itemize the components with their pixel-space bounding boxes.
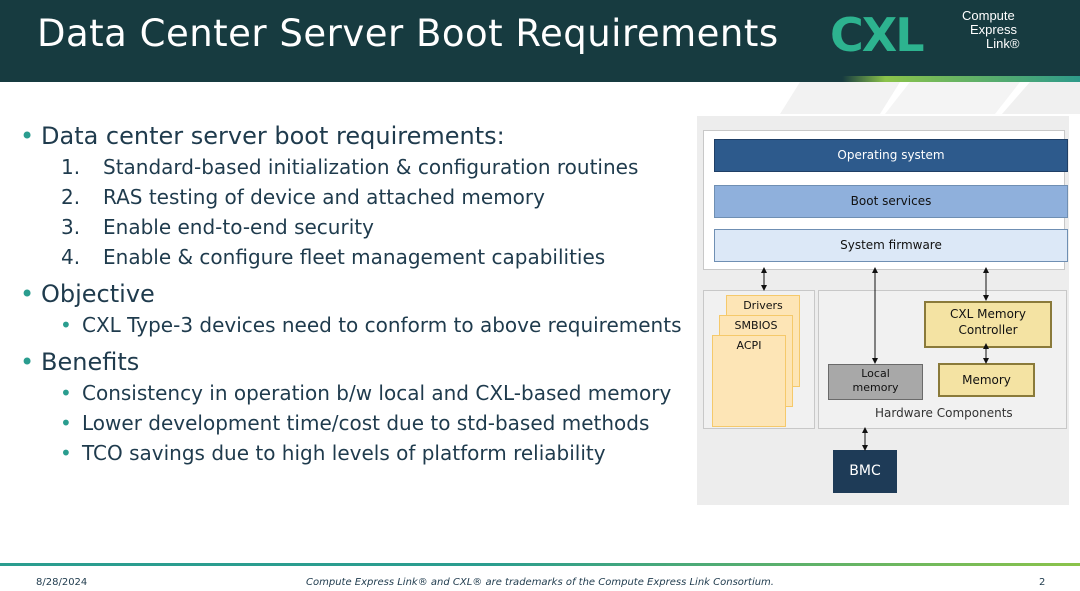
local-memory-box: Local memory — [828, 364, 923, 400]
boot-architecture-diagram: Operating system Boot services System fi… — [697, 116, 1069, 505]
software-stack-box: Operating system Boot services System fi… — [703, 130, 1068, 270]
sub-bullet: •TCO savings due to high levels of platf… — [60, 441, 606, 465]
cxl-logo: CXL Compute Express Link® — [830, 6, 1050, 66]
logo-line-3: Link® — [986, 36, 1020, 51]
diagram-arrows — [761, 267, 989, 451]
bullet-content: • Data center server boot requirements: … — [20, 114, 700, 468]
layer-boot-services: Boot services — [714, 185, 1068, 218]
layer-system-firmware: System firmware — [714, 229, 1068, 262]
sub-bullet: •Consistency in operation b/w local and … — [60, 381, 672, 405]
numbered-item: 4.Enable & configure fleet management ca… — [61, 245, 606, 269]
slide-title: Data Center Server Boot Requirements — [37, 12, 779, 55]
footer-line — [0, 563, 1080, 566]
footer-date: 8/28/2024 — [36, 577, 88, 588]
memory-box: Memory — [938, 363, 1035, 397]
bullet-text: Benefits — [41, 348, 140, 376]
layer-operating-system: Operating system — [714, 139, 1068, 172]
logo-line-2: Express — [970, 22, 1017, 37]
page-number: 2 — [1039, 577, 1046, 588]
sub-bullet: •Lower development time/cost due to std-… — [60, 411, 650, 435]
sub-bullet: •CXL Type-3 devices need to conform to a… — [60, 313, 682, 337]
numbered-item: 3.Enable end-to-end security — [61, 215, 374, 239]
logo-text: Compute Express Link® — [962, 9, 1019, 51]
logo-mark: CXL — [830, 8, 925, 62]
numbered-item: 2.RAS testing of device and attached mem… — [61, 185, 545, 209]
footer-trademark: Compute Express Link® and CXL® are trade… — [306, 577, 774, 588]
bullet-benefits: • Benefits — [20, 348, 140, 376]
bullet-text: Data center server boot requirements: — [41, 122, 505, 150]
cxl-memory-controller-box: CXL Memory Controller — [924, 301, 1052, 348]
header-stripe — [0, 76, 1080, 82]
bullet-text: Objective — [41, 280, 155, 308]
bullet-objective: • Objective — [20, 280, 155, 308]
numbered-item: 1.Standard-based initialization & config… — [61, 155, 639, 179]
logo-line-1: Compute — [962, 8, 1015, 23]
header-decoration — [780, 82, 1080, 114]
firmware-tables-box: Drivers SMBIOS ACPI — [703, 290, 815, 429]
acpi-doc: ACPI — [712, 335, 786, 427]
bmc-box: BMC — [833, 450, 897, 493]
title-bar: Data Center Server Boot Requirements CXL… — [0, 0, 1080, 76]
bullet-boot-requirements: • Data center server boot requirements: — [20, 122, 505, 150]
hardware-components-label: Hardware Components — [875, 406, 1013, 420]
hardware-components-box: Local memory CXL Memory Controller Memor… — [818, 290, 1067, 429]
